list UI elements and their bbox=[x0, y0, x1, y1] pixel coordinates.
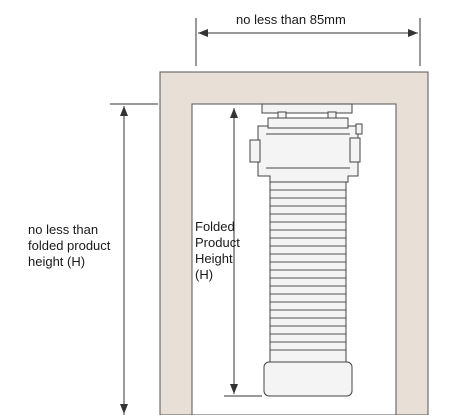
accordion-folds bbox=[270, 189, 346, 351]
top-width-dimension bbox=[195, 18, 421, 66]
inner-height-label-line-1: Folded bbox=[195, 219, 235, 234]
tab-right bbox=[355, 123, 363, 135]
folded-product bbox=[249, 103, 363, 397]
ceiling-bracket bbox=[261, 103, 353, 114]
left-height-dimension bbox=[110, 103, 158, 415]
inner-height-dimension bbox=[224, 108, 262, 397]
left-height-label-line-1: no less than bbox=[28, 222, 99, 237]
accordion-body bbox=[269, 181, 347, 363]
clip-right bbox=[349, 137, 361, 163]
product-base bbox=[263, 361, 353, 397]
inner-height-label-line-4: (H) bbox=[195, 267, 214, 282]
left-height-label: no less than folded product height (H) bbox=[28, 222, 110, 270]
bracket-knob-left bbox=[277, 111, 287, 119]
inner-height-label-line-2: Product bbox=[195, 235, 240, 250]
inner-height-label: Folded Product Height (H) bbox=[195, 219, 240, 283]
left-height-label-line-3: height (H) bbox=[28, 254, 86, 269]
top-width-label: no less than 85mm bbox=[234, 12, 348, 28]
motor-top bbox=[267, 117, 349, 129]
left-height-label-line-2: folded product bbox=[28, 238, 111, 253]
clip-left bbox=[249, 139, 261, 163]
bracket-knob-right bbox=[327, 111, 337, 119]
inner-height-label-line-3: Height bbox=[195, 251, 233, 266]
